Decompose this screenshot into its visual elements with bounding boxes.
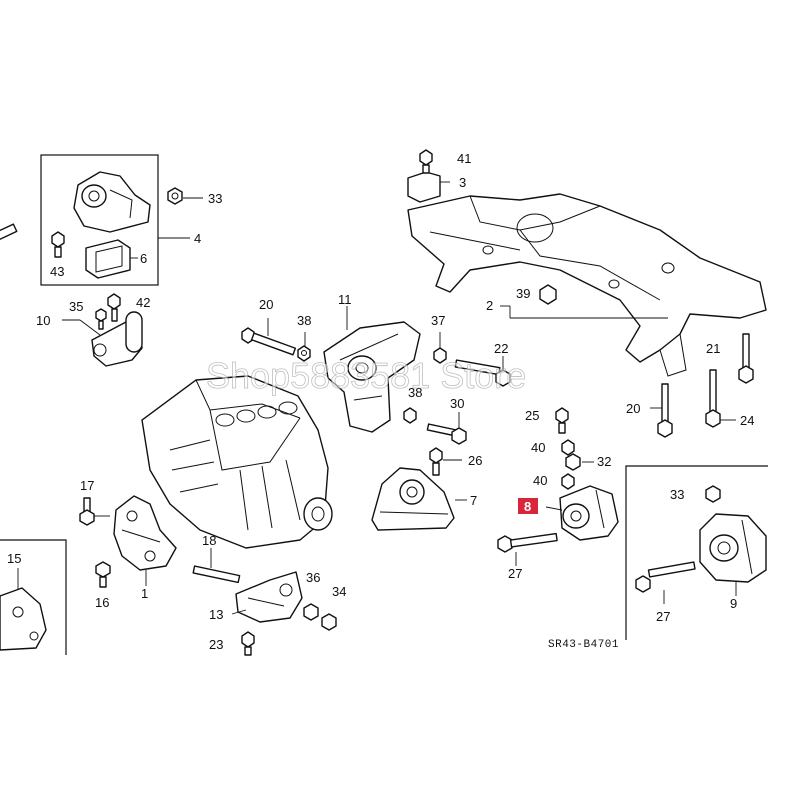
frame-lower-left bbox=[0, 539, 67, 655]
nut-33-right bbox=[705, 485, 721, 503]
bracket-10 bbox=[91, 311, 143, 367]
bolt-33-upper bbox=[167, 187, 183, 205]
nut-32 bbox=[565, 453, 581, 471]
nut-34 bbox=[321, 613, 337, 631]
bracket-1 bbox=[113, 495, 177, 571]
label-42: 42 bbox=[136, 295, 150, 310]
partial-bolt-left-edge bbox=[0, 223, 18, 241]
engine-mount-bracket-4 bbox=[73, 171, 151, 233]
label-32: 32 bbox=[597, 454, 611, 469]
label-8: 8 bbox=[524, 499, 531, 514]
engine-mount-7 bbox=[371, 467, 455, 531]
label-9: 9 bbox=[730, 596, 737, 611]
label-35: 35 bbox=[69, 299, 83, 314]
bolt-41 bbox=[419, 149, 433, 174]
label-34: 34 bbox=[332, 584, 346, 599]
engine-mount-11 bbox=[323, 321, 421, 433]
label-3: 3 bbox=[459, 175, 466, 190]
engine-block bbox=[141, 375, 333, 549]
highlight-box-8 bbox=[518, 498, 538, 514]
label-40-lower: 40 bbox=[533, 473, 547, 488]
label-16: 16 bbox=[95, 595, 109, 610]
bolt-27-center bbox=[497, 532, 558, 553]
label-36: 36 bbox=[306, 570, 320, 585]
label-40-upper: 40 bbox=[531, 440, 545, 455]
label-6: 6 bbox=[140, 251, 147, 266]
bolt-26 bbox=[429, 447, 443, 476]
bolt-43 bbox=[51, 231, 65, 258]
engine-mount-8 bbox=[559, 485, 619, 541]
bolt-20-left bbox=[241, 327, 297, 356]
stopper-bracket-6 bbox=[85, 239, 131, 279]
diagram-code: SR43-B4701 bbox=[548, 639, 619, 651]
nut-40-upper bbox=[561, 439, 575, 456]
bolt-18 bbox=[192, 565, 241, 584]
label-37: 37 bbox=[431, 313, 445, 328]
label-2: 2 bbox=[486, 298, 493, 313]
bracket-15 bbox=[0, 587, 47, 651]
label-24: 24 bbox=[740, 413, 754, 428]
nut-39 bbox=[539, 284, 557, 305]
nut-38-mid bbox=[403, 407, 417, 424]
bolt-42 bbox=[107, 293, 121, 322]
bushing-3 bbox=[407, 171, 441, 203]
label-17: 17 bbox=[80, 478, 94, 493]
label-43: 43 bbox=[50, 264, 64, 279]
label-21: 21 bbox=[706, 341, 720, 356]
leader-8 bbox=[545, 506, 563, 511]
label-39: 39 bbox=[516, 286, 530, 301]
label-30: 30 bbox=[450, 396, 464, 411]
bolt-35 bbox=[95, 308, 107, 330]
label-23: 23 bbox=[209, 637, 223, 652]
label-18: 18 bbox=[202, 533, 216, 548]
bolt-16 bbox=[95, 561, 111, 588]
label-10: 10 bbox=[36, 313, 50, 328]
bolt-23 bbox=[241, 631, 255, 656]
watermark: Shop5883581 Store bbox=[206, 355, 526, 396]
label-38-top: 38 bbox=[297, 313, 311, 328]
label-13: 13 bbox=[209, 607, 223, 622]
label-11: 11 bbox=[338, 292, 352, 307]
leader-13 bbox=[231, 609, 247, 615]
bolt-25 bbox=[555, 407, 569, 434]
label-33-right: 33 bbox=[670, 487, 684, 502]
label-7: 7 bbox=[470, 493, 477, 508]
nut-38-top bbox=[297, 345, 311, 362]
label-1: 1 bbox=[141, 586, 148, 601]
label-41: 41 bbox=[457, 151, 471, 166]
bolt-17 bbox=[79, 497, 95, 526]
frame-lower-right bbox=[625, 465, 768, 640]
label-4: 4 bbox=[194, 231, 201, 246]
leader-10b bbox=[79, 319, 101, 336]
label-27-center: 27 bbox=[508, 566, 522, 581]
bolt-27-right bbox=[635, 561, 696, 593]
frame-upper-left-mount bbox=[40, 154, 159, 286]
label-20-right: 20 bbox=[626, 401, 640, 416]
nut-36 bbox=[303, 603, 319, 621]
label-38-mid: 38 bbox=[408, 385, 422, 400]
engine-mount-9 bbox=[699, 513, 767, 583]
label-26: 26 bbox=[468, 453, 482, 468]
label-22: 22 bbox=[494, 341, 508, 356]
label-15: 15 bbox=[7, 551, 21, 566]
label-33-upper: 33 bbox=[208, 191, 222, 206]
bolt-21 bbox=[738, 333, 754, 384]
nut-40-lower bbox=[561, 473, 575, 490]
bolt-20-right bbox=[657, 383, 673, 438]
bolt-30 bbox=[426, 423, 467, 445]
front-subframe-2 bbox=[407, 193, 767, 377]
bolt-24 bbox=[705, 369, 721, 428]
bracket-13 bbox=[235, 571, 303, 623]
label-20-left: 20 bbox=[259, 297, 273, 312]
label-27-right: 27 bbox=[656, 609, 670, 624]
label-25: 25 bbox=[525, 408, 539, 423]
